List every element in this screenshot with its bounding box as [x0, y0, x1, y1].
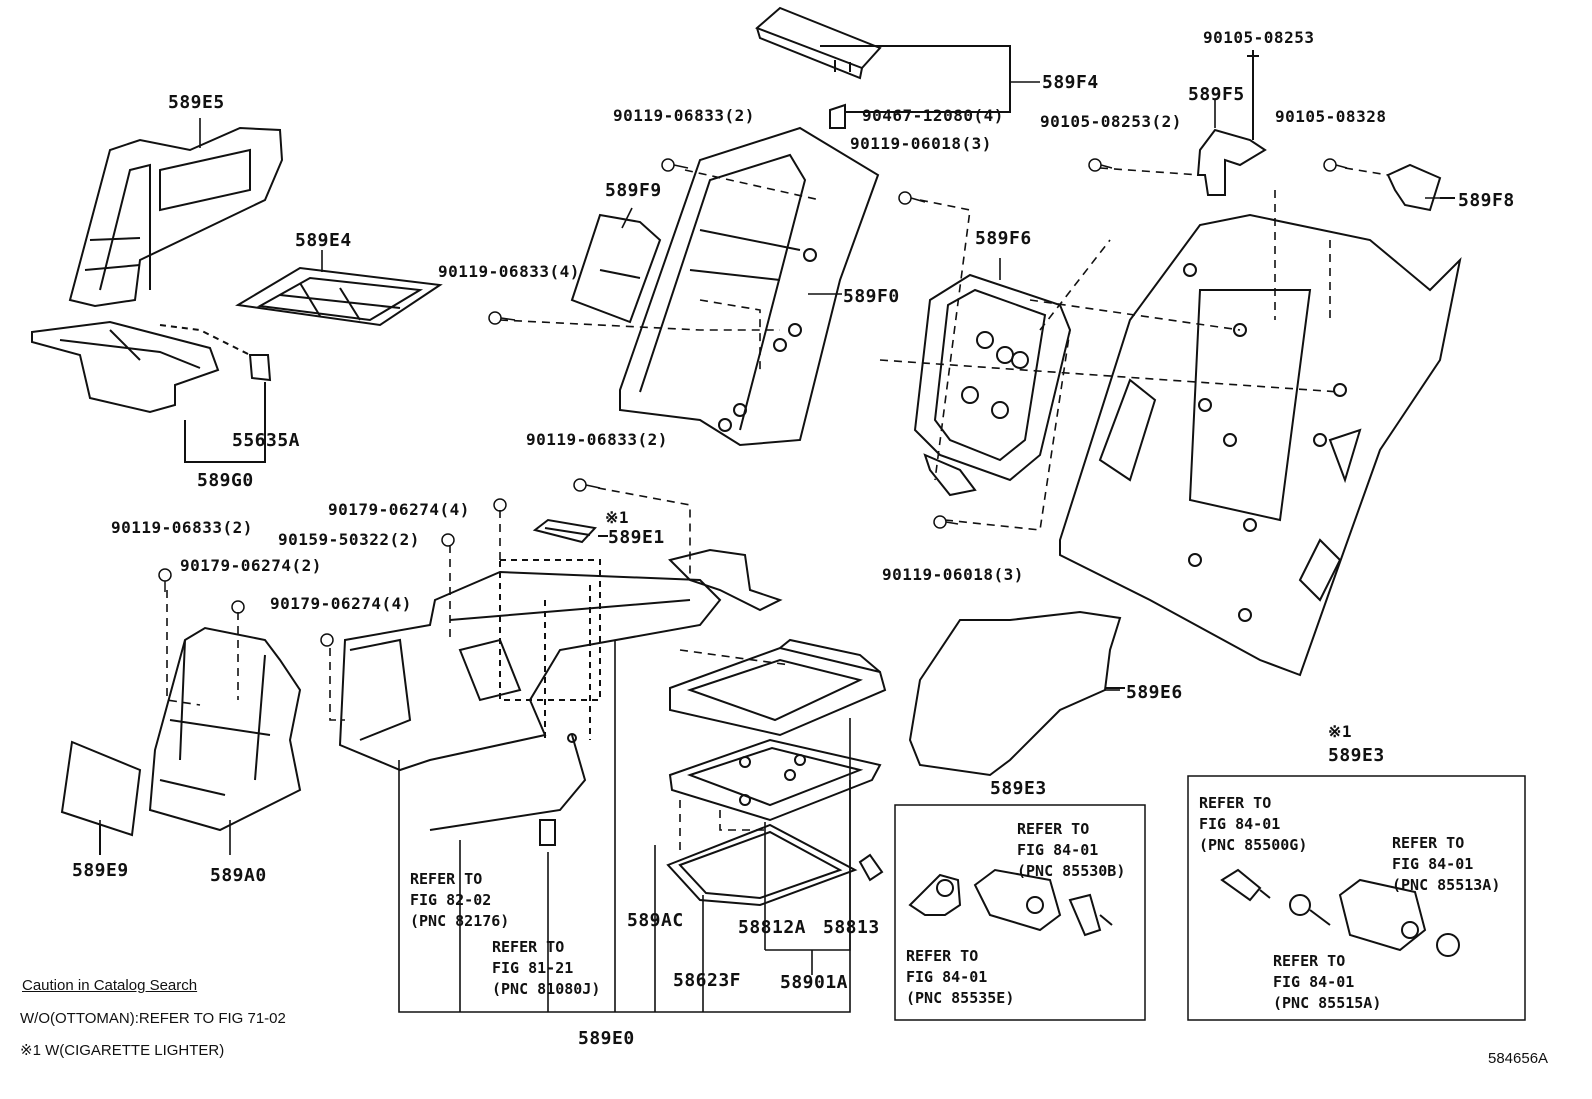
label-589E4: 589E4 [295, 230, 352, 251]
label-589G0: 589G0 [197, 470, 254, 491]
label-589E1: 589E1 [608, 527, 665, 548]
fastener-90105-08253: 90105-08253 [1203, 28, 1315, 47]
label-58623F: 58623F [673, 970, 742, 991]
label-589E3-b: 589E3 [1328, 745, 1385, 766]
bracket-589F8 [1386, 163, 1455, 212]
side-panel-589E5 [68, 126, 284, 308]
fastener-90467-12080: 90467-12080(4) [862, 106, 1004, 125]
label-589E5: 589E5 [168, 92, 225, 113]
fastener-90179-06274-4b: 90179-06274(4) [270, 594, 412, 613]
label-58812A: 58812A [738, 917, 807, 938]
group-box-589E3-b [1187, 775, 1526, 1021]
diagram-code: 584656A [1488, 1050, 1549, 1067]
tray-589G0 [31, 320, 272, 463]
mat-589E4 [235, 266, 443, 327]
refer-85500G: REFER TO FIG 84-01 (PNC 85500G) [1199, 794, 1308, 854]
label-589E9: 589E9 [72, 860, 129, 881]
ottoman-note: W/O(OTTOMAN):REFER TO FIG 71-02 [20, 1010, 286, 1027]
label-55635A: 55635A [232, 430, 301, 451]
marker-star1-e1: ※1 [605, 508, 630, 527]
refer-85513A: REFER TO FIG 84-01 (PNC 85513A) [1392, 834, 1501, 894]
lid-589F9 [570, 213, 662, 324]
fastener-90179-06274-2: 90179-06274(2) [180, 556, 322, 575]
harness-wires [429, 733, 587, 846]
refer-85515A: REFER TO FIG 84-01 (PNC 85515A) [1273, 952, 1382, 1012]
label-58901A: 58901A [780, 972, 849, 993]
panel-589E6 [908, 610, 1125, 777]
leader-lines [99, 81, 1455, 1013]
refer-81-21: REFER TO FIG 81-21 (PNC 81080J) [492, 938, 601, 998]
caution-note: Caution in Catalog Search [22, 977, 198, 994]
bracket-589F5 [1196, 50, 1267, 196]
body-panel [1059, 213, 1462, 677]
fastener-90119-06833-4: 90119-06833(4) [438, 262, 580, 281]
refer-85530B: REFER TO FIG 84-01 (PNC 85530B) [1017, 820, 1126, 880]
fastener-90159-50322: 90159-50322(2) [278, 530, 420, 549]
marker-star1-e3: ※1 [1328, 722, 1353, 741]
label-589F8: 589F8 [1458, 190, 1515, 211]
label-589AC: 589AC [627, 910, 684, 931]
bolt-icons [158, 158, 1348, 647]
console-589E0 [338, 548, 783, 772]
pad-589E9 [60, 740, 142, 855]
fastener-90105-08328: 90105-08328 [1275, 107, 1387, 126]
trays-58812A-58813 [668, 638, 887, 822]
label-589E6: 589E6 [1126, 682, 1183, 703]
fastener-90119-06018-bottom: 90119-06018(3) [882, 565, 1024, 584]
label-58813: 58813 [823, 917, 880, 938]
label-589E3-a: 589E3 [990, 778, 1047, 799]
lighter-set-right [1220, 868, 1460, 957]
armrest-shell-589F0 [619, 126, 880, 447]
box-589A0 [148, 626, 302, 832]
refer-85535E: REFER TO FIG 84-01 (PNC 85535E) [906, 947, 1015, 1007]
fastener-90119-06833-left: 90119-06833(2) [111, 518, 253, 537]
dashed-leaders [166, 167, 1389, 850]
fastener-90105-08253-2: 90105-08253(2) [1040, 112, 1182, 131]
label-589F9: 589F9 [605, 180, 662, 201]
label-589A0: 589A0 [210, 865, 267, 886]
label-589F5: 589F5 [1188, 84, 1245, 105]
fastener-90119-06833-top: 90119-06833(2) [613, 106, 755, 125]
label-589F4: 589F4 [1042, 72, 1099, 93]
tray-589E1 [532, 518, 608, 544]
lighter-note: ※1 W(CIGARETTE LIGHTER) [20, 1042, 225, 1059]
group-box-589E3-a [894, 804, 1146, 1021]
cover-589F4 [755, 6, 1011, 129]
label-589F0: 589F0 [843, 286, 900, 307]
fastener-90119-06833-mid: 90119-06833(2) [526, 430, 668, 449]
label-589E0: 589E0 [578, 1028, 635, 1049]
lighter-set-left [908, 868, 1113, 937]
fastener-90179-06274-4: 90179-06274(4) [328, 500, 470, 519]
mat-58623F [666, 823, 884, 907]
frame-589F6 [913, 273, 1072, 497]
fastener-90119-06018-top: 90119-06018(3) [850, 134, 992, 153]
refer-82-02: REFER TO FIG 82-02 (PNC 82176) [410, 870, 510, 930]
label-589F6: 589F6 [975, 228, 1032, 249]
